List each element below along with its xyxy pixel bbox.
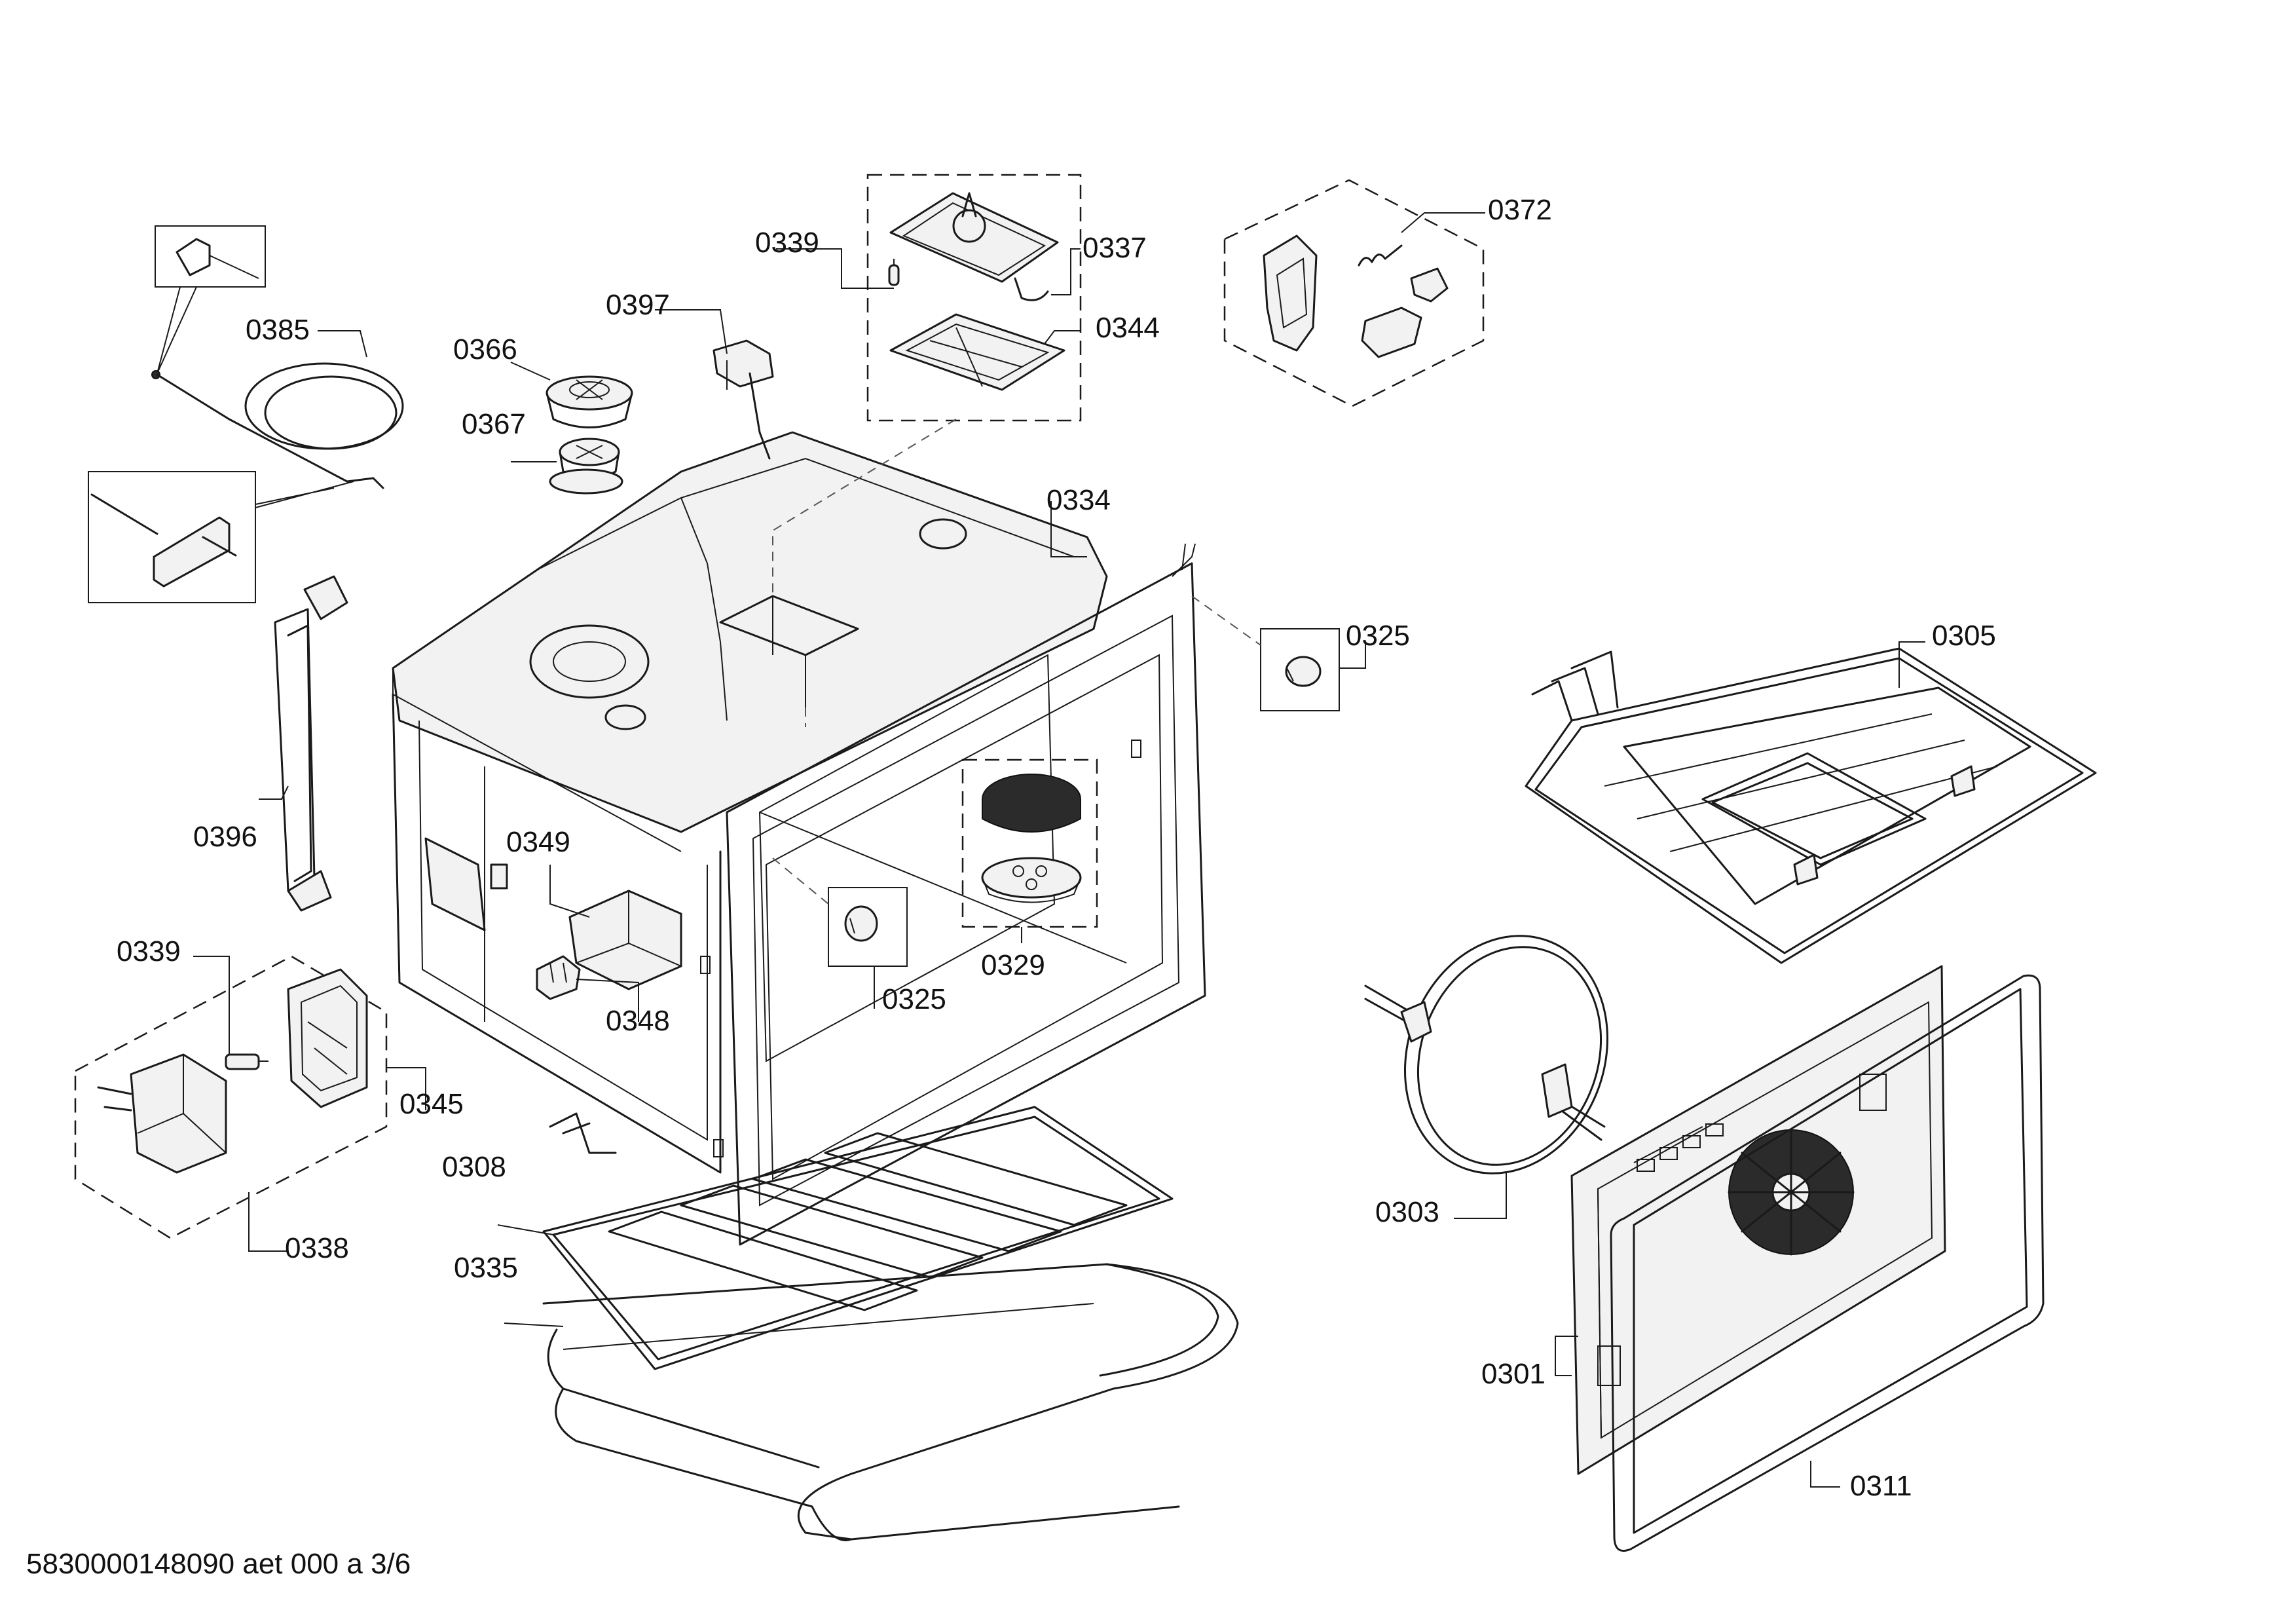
callout-0337: 0337 — [1083, 232, 1147, 264]
callout-0345: 0345 — [399, 1088, 464, 1120]
lamp-assembly-group — [866, 174, 1082, 422]
callout-0385: 0385 — [246, 314, 310, 346]
plug-0325-lower — [828, 887, 908, 967]
callout-labels: 0385 0366 0397 0367 0339 0337 0344 0372 … — [117, 194, 1996, 1502]
callout-0329: 0329 — [981, 949, 1045, 981]
document-reference: 5830000148090 aet 000 a 3/6 — [26, 1548, 411, 1580]
callout-0325-upper: 0325 — [1346, 620, 1410, 652]
callout-0372: 0372 — [1488, 194, 1552, 226]
callout-0338: 0338 — [285, 1232, 349, 1264]
door-gasket-0311 — [1610, 974, 2045, 1552]
plug-0325-upper — [1260, 628, 1340, 711]
callout-0339-upper: 0339 — [755, 227, 819, 259]
callout-0367: 0367 — [462, 408, 526, 440]
callout-0339-lower: 0339 — [117, 935, 181, 967]
callout-0325-lower: 0325 — [882, 983, 946, 1015]
oven-cavity — [392, 431, 1206, 1246]
insulation-0335 — [542, 1263, 1239, 1541]
callout-0397: 0397 — [606, 289, 670, 321]
knob-0366 — [546, 375, 633, 428]
grill-element-0305 — [1525, 647, 2097, 964]
bracket-0349 — [568, 890, 682, 990]
callout-0349: 0349 — [506, 826, 570, 858]
back-panel-0301 — [1570, 965, 1946, 1475]
callout-0335: 0335 — [454, 1252, 518, 1284]
sensor-cable-0385 — [88, 225, 404, 603]
sensor-0348 — [536, 955, 581, 1000]
callout-0348: 0348 — [606, 1005, 670, 1037]
callout-0305: 0305 — [1932, 620, 1996, 652]
bottom-element-0308 — [542, 1106, 1174, 1370]
leader-lines — [193, 212, 1925, 1488]
callout-0344: 0344 — [1096, 312, 1160, 344]
thermostat-group — [74, 955, 388, 1239]
knob-0367 — [549, 438, 623, 495]
callout-0396: 0396 — [193, 821, 257, 853]
callout-0334: 0334 — [1046, 484, 1111, 516]
callout-0366: 0366 — [453, 333, 517, 366]
callout-0308: 0308 — [442, 1151, 506, 1183]
switch-group-0372 — [1223, 179, 1485, 407]
callout-0303: 0303 — [1375, 1196, 1439, 1228]
circular-element-0303 — [1364, 935, 1609, 1174]
callout-0301: 0301 — [1481, 1358, 1546, 1390]
callout-0311: 0311 — [1850, 1470, 1912, 1502]
fan-0329 — [961, 759, 1098, 928]
bracket-0397 — [713, 339, 774, 460]
side-rail-0396 — [274, 575, 348, 912]
